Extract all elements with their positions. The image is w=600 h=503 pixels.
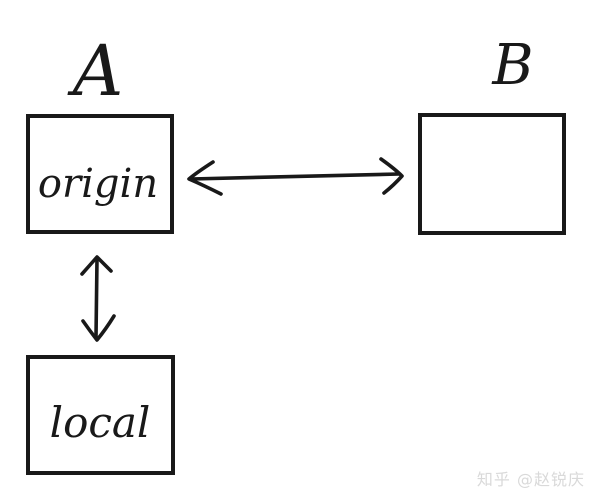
remote-b-box (418, 113, 566, 235)
horizontal-double-arrow (187, 157, 404, 196)
watermark: 知乎 @赵锐庆 (476, 470, 585, 489)
label-a: A (67, 30, 124, 112)
local-box (26, 355, 175, 475)
label-b: B (491, 33, 533, 98)
origin-box-label: origin (38, 161, 158, 207)
origin-box (26, 114, 174, 234)
local-box-label: local (50, 398, 151, 447)
vertical-double-arrow (80, 255, 116, 342)
